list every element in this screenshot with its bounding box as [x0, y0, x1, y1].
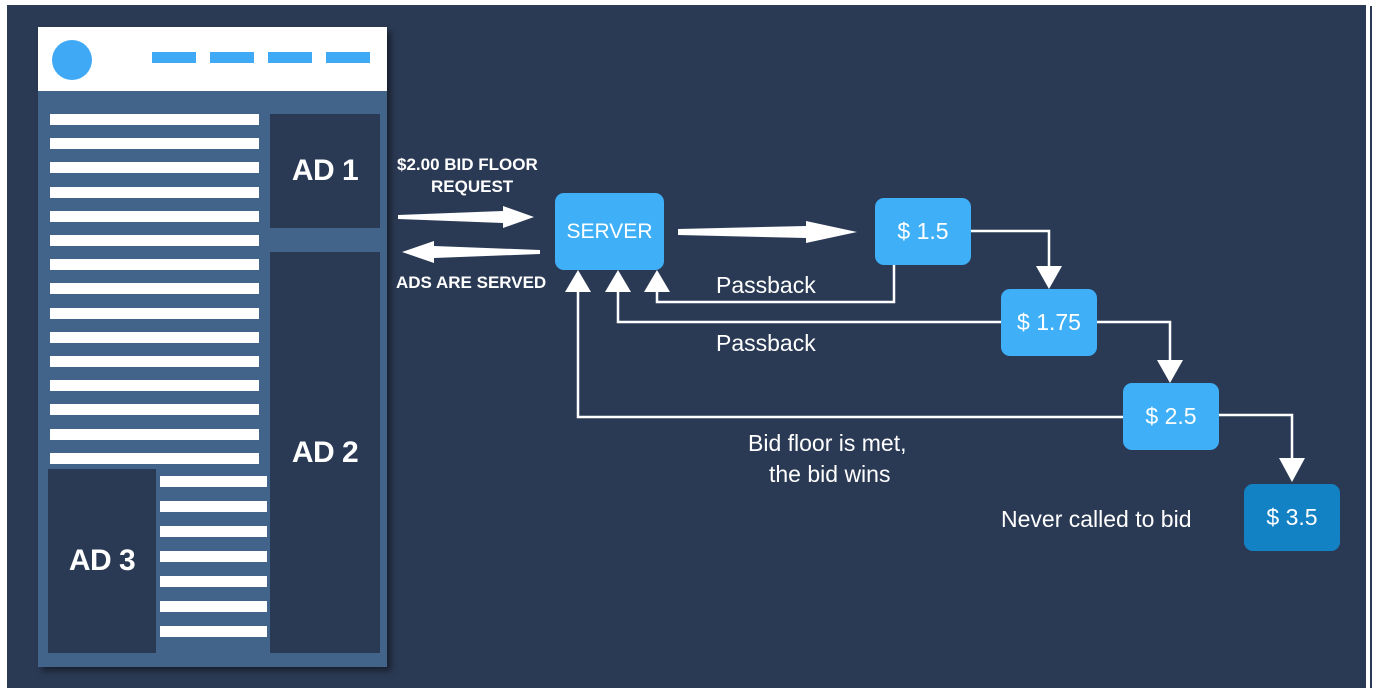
bid-floor-met-label: Bid floor is met, [748, 430, 907, 456]
request-arrow [398, 206, 534, 228]
passback-line-2 [616, 290, 1001, 324]
server-node: SERVER [555, 193, 664, 270]
passback-label-1: Passback [716, 272, 816, 298]
content-line [50, 186, 259, 198]
content-line [50, 138, 259, 150]
nav-bar-icon [210, 52, 254, 63]
arrowhead-up-icon [644, 270, 670, 292]
never-called-label: Never called to bid [1001, 506, 1192, 532]
winning-bid-line [576, 290, 1123, 419]
frame-edge [1370, 6, 1372, 688]
content-line [50, 356, 259, 367]
content-line [50, 162, 259, 174]
response-arrow [402, 241, 540, 263]
content-line [50, 210, 259, 222]
arrowhead-down-icon [1279, 458, 1305, 482]
ads-served-label: ADS ARE SERVED [396, 273, 547, 292]
bid-node-1: $ 1.5 [875, 198, 971, 265]
request-label: REQUEST [431, 177, 514, 196]
ad-slot-1: AD 1 [270, 114, 380, 228]
content-line [160, 626, 267, 637]
waterfall-link-2 [1097, 320, 1172, 362]
arrowhead-up-icon [565, 270, 591, 292]
bid-node-2: $ 1.75 [1001, 289, 1097, 356]
ad-slot-3: AD 3 [48, 469, 156, 653]
content-line [160, 576, 267, 587]
content-line [50, 307, 259, 319]
webpage-mockup: AD 1 AD 2 AD 3 [38, 27, 387, 667]
content-line [50, 283, 259, 295]
content-line [160, 601, 267, 612]
bid-floor-label: $2.00 BID FLOOR [397, 155, 538, 174]
waterfall-link-1 [971, 229, 1051, 268]
content-line [160, 501, 267, 512]
webpage-header [38, 27, 387, 91]
arrowhead-down-icon [1036, 266, 1062, 289]
nav-bar-icon [152, 52, 196, 63]
bid-wins-label: the bid wins [769, 461, 891, 487]
content-line [160, 476, 267, 487]
content-line [160, 526, 267, 537]
content-line [50, 380, 259, 392]
nav-bar-icon [326, 52, 370, 63]
waterfall-link-3 [1219, 413, 1294, 458]
bid-node-3: $ 2.5 [1123, 383, 1219, 450]
bid-node-4: $ 3.5 [1244, 484, 1340, 551]
content-line [50, 428, 259, 440]
nav-bar-icon [268, 52, 312, 63]
ad-slot-2: AD 2 [270, 252, 380, 653]
content-line [160, 551, 267, 562]
server-to-bid-arrow [678, 221, 857, 243]
content-line [50, 114, 259, 125]
content-line [50, 235, 259, 246]
content-line [50, 259, 259, 271]
content-line [50, 404, 259, 416]
content-line [50, 452, 259, 464]
passback-label-2: Passback [716, 330, 816, 356]
passback-line-1 [655, 265, 896, 304]
content-line [50, 331, 259, 343]
arrowhead-down-icon [1157, 360, 1183, 383]
arrowhead-up-icon [605, 270, 631, 292]
logo-circle-icon [52, 40, 92, 80]
